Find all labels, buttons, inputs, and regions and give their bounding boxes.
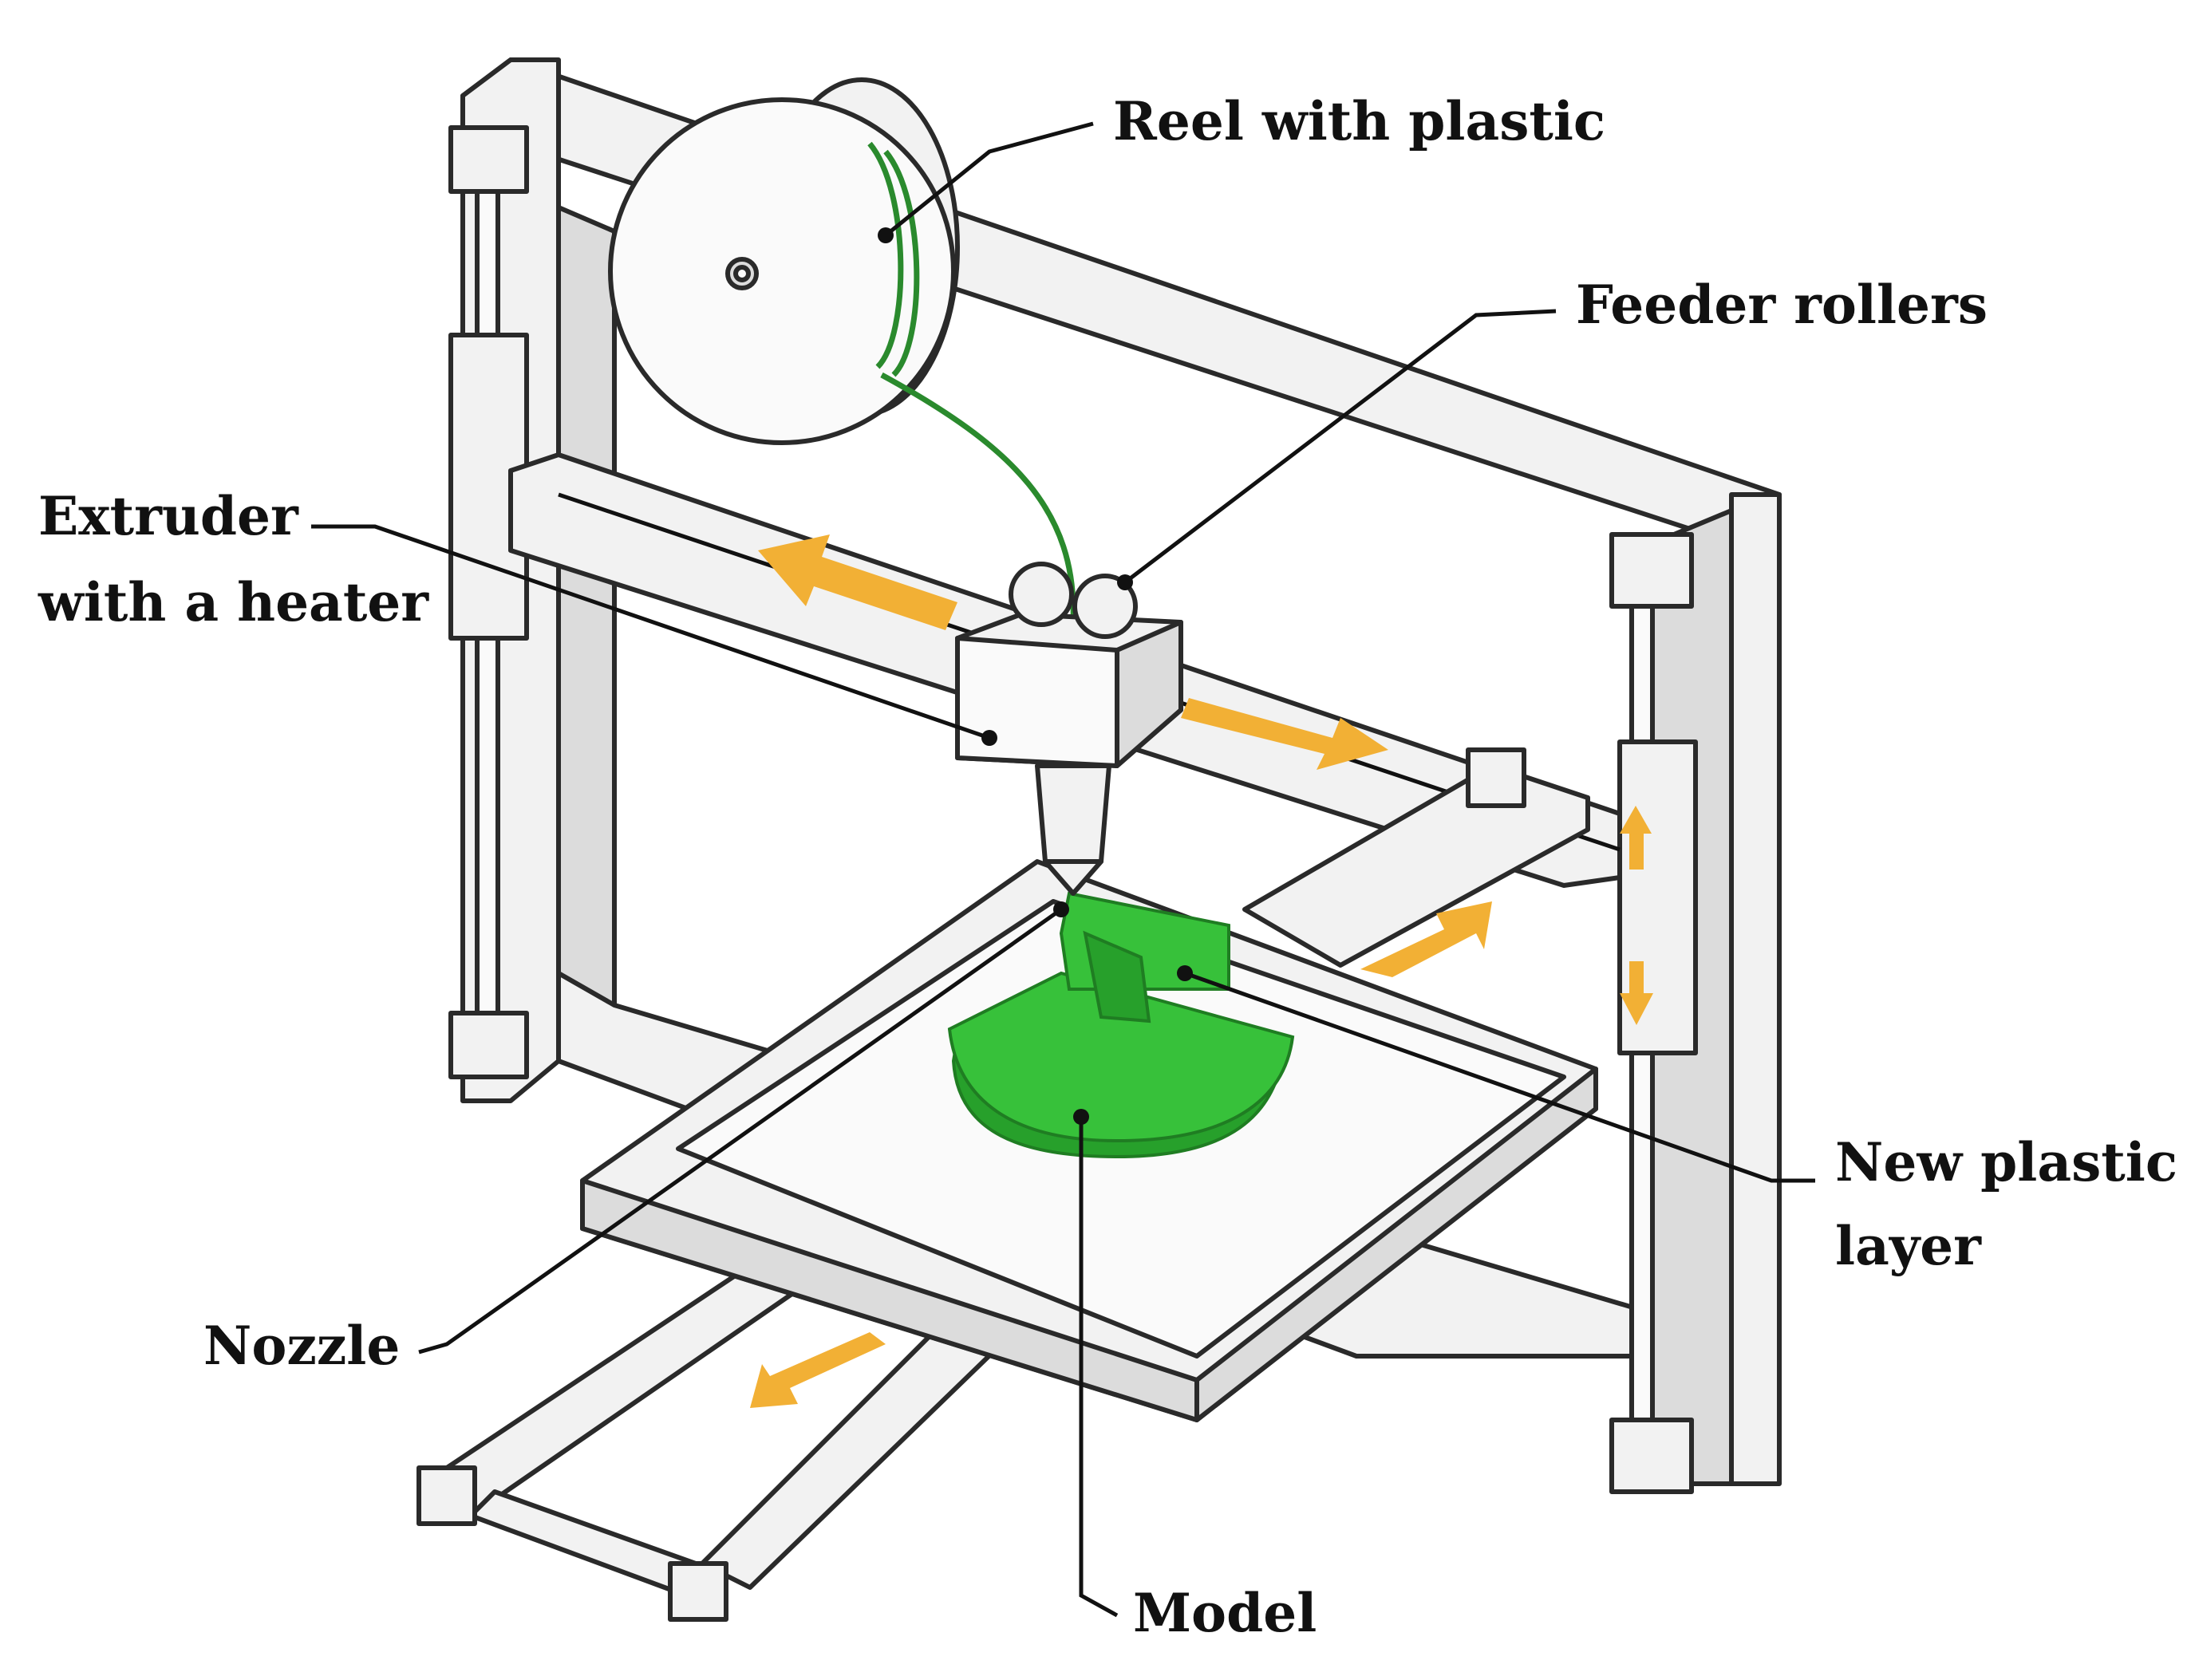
- labels: Reel with plastic Feeder rollers Extrude…: [38, 90, 2177, 1644]
- block-arrow-icon: [758, 534, 957, 630]
- block-arrow-icon: [1181, 698, 1388, 770]
- extruder: [955, 562, 1183, 896]
- motion-arrows: [750, 534, 1653, 1408]
- label-new-plastic-layer-line-1: New plastic: [1835, 1131, 2177, 1193]
- block-arrow-icon: [1360, 901, 1492, 977]
- label-nozzle: Nozzle: [203, 1315, 400, 1377]
- printed-model: [947, 891, 1295, 1159]
- label-feeder-rollers: Feeder rollers: [1576, 274, 1988, 336]
- block-arrow-icon: [750, 1332, 886, 1408]
- gear-icon: [1009, 562, 1138, 639]
- label-reel-with-plastic: Reel with plastic: [1113, 90, 1605, 152]
- filament-strand: [880, 372, 1076, 623]
- block-arrow-icon: [1620, 961, 1653, 1025]
- y-axis-rails: [416, 747, 1590, 1622]
- block-arrow-icon: [1620, 806, 1652, 870]
- leader-lines: [311, 121, 1815, 1618]
- label-model: Model: [1133, 1582, 1317, 1644]
- label-new-plastic-layer-line-2: layer: [1835, 1215, 1982, 1277]
- filament-spool-icon: [608, 77, 960, 445]
- label-extruder-line-2: with a heater: [38, 571, 429, 633]
- label-extruder-line-1: Extruder: [38, 485, 299, 547]
